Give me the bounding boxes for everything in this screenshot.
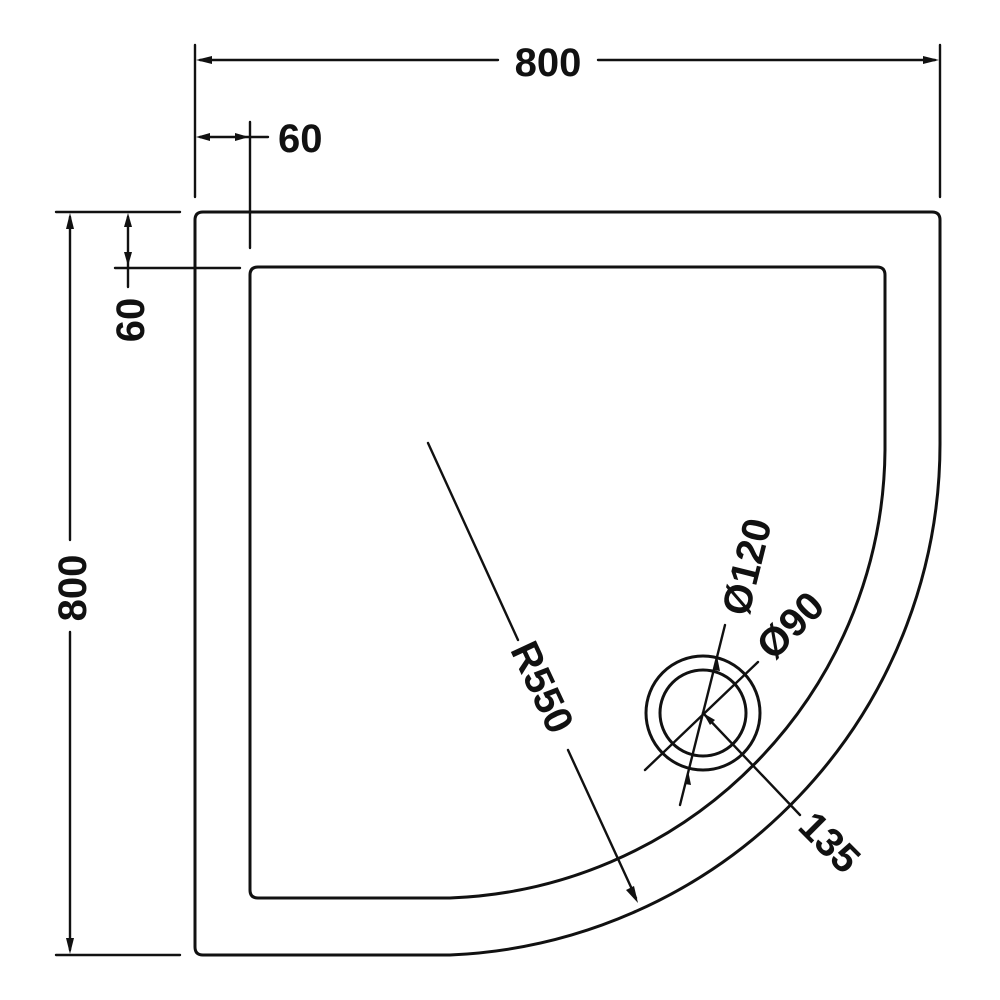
label-overall-depth: 800 (51, 555, 95, 622)
dimension-waste-offset: 135 (701, 711, 868, 882)
label-waste-outer: Ø120 (714, 514, 780, 620)
dimension-rim-top: 60 (196, 117, 323, 250)
dimension-radius: R550 (426, 441, 638, 903)
dimension-rim-side: 60 (109, 213, 242, 343)
dimension-overall-depth: 800 (51, 210, 182, 957)
label-radius: R550 (502, 635, 582, 740)
outer-tray-outline (193, 210, 942, 957)
waste-outer-circle (644, 654, 762, 772)
waste-inner-circle (658, 668, 748, 758)
inner-tray-outline (248, 265, 887, 900)
waste-outlet (644, 654, 762, 772)
label-rim-top: 60 (278, 117, 323, 161)
label-overall-width: 800 (515, 41, 582, 85)
label-waste-offset: 135 (790, 804, 868, 882)
dimension-overall-width: 800 (193, 41, 942, 199)
label-rim-side: 60 (109, 298, 153, 343)
